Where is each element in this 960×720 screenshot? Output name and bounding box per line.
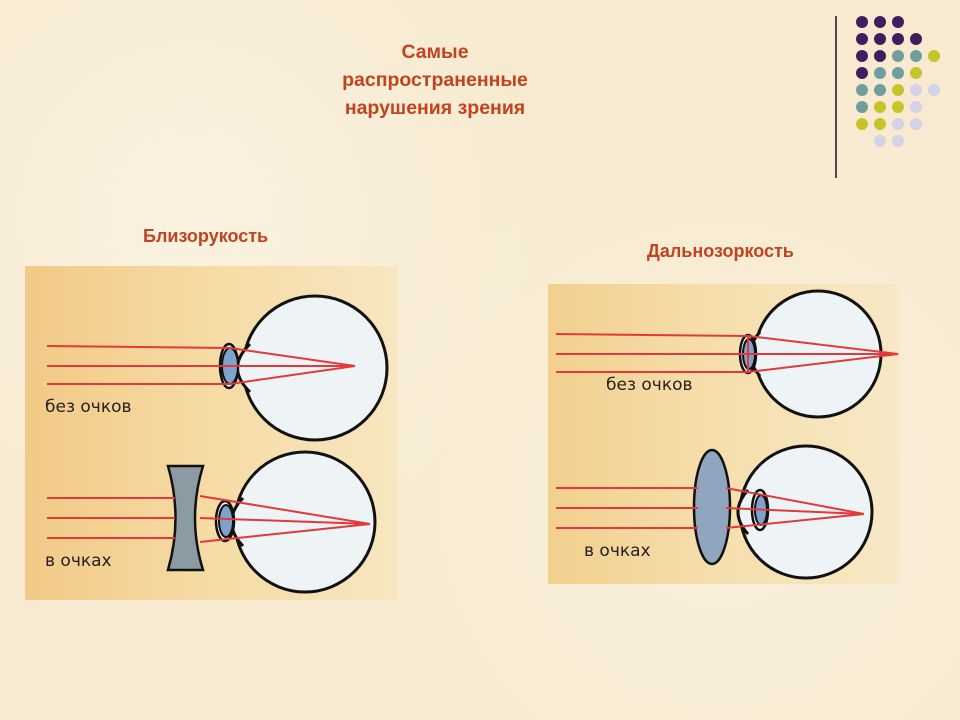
decorative-dot — [892, 16, 904, 28]
decorative-dot — [910, 33, 922, 45]
title-line-1: Самые — [401, 41, 469, 63]
myopia-diagram: без очков в очках — [25, 266, 397, 600]
decorative-dot — [910, 101, 922, 113]
decorative-dot — [874, 50, 886, 62]
caption-with-glasses: в очках — [45, 551, 112, 571]
decorative-dot — [874, 67, 886, 79]
decorative-dot — [856, 33, 868, 45]
decorative-dot — [856, 67, 868, 79]
eye-without-glasses: без очков — [45, 294, 389, 442]
hyperopia-diagram: без очков в очках — [548, 284, 900, 584]
light-ray — [725, 507, 865, 515]
light-ray — [229, 347, 356, 367]
decorative-dot — [892, 50, 904, 62]
light-ray — [229, 365, 356, 385]
decorative-divider — [835, 16, 837, 178]
convex-glasses-lens — [692, 448, 732, 566]
decorative-dot — [874, 101, 886, 113]
decorative-dot — [910, 84, 922, 96]
light-ray — [725, 513, 865, 529]
decorative-dot — [892, 118, 904, 130]
decorative-dot — [856, 118, 868, 130]
caption-with-glasses: в очках — [584, 541, 651, 561]
eye-with-glasses: в очках — [45, 450, 377, 594]
decorative-dot — [856, 16, 868, 28]
eye-lens — [218, 504, 234, 538]
decorative-dot — [910, 50, 922, 62]
decorative-dot — [856, 84, 868, 96]
title-line-2: распространенные — [342, 69, 528, 91]
decorative-dot — [910, 118, 922, 130]
decorative-dot — [928, 84, 940, 96]
decorative-dot — [874, 16, 886, 28]
decorative-dot — [856, 50, 868, 62]
caption-without-glasses: без очков — [606, 375, 693, 395]
decorative-dot — [928, 50, 940, 62]
title-line-3: нарушения зрения — [344, 97, 526, 119]
decorative-dot — [892, 84, 904, 96]
eye-with-glasses: в очках — [556, 444, 874, 580]
light-ray — [199, 495, 371, 525]
decorative-dot — [874, 33, 886, 45]
decorative-dot-grid — [850, 12, 950, 162]
light-ray — [725, 487, 865, 515]
slide-title: Самые распространенные нарушения зрения — [250, 38, 620, 122]
decorative-dot — [874, 118, 886, 130]
light-ray — [46, 345, 231, 349]
concave-glasses-lens — [166, 464, 205, 572]
decorative-dot — [892, 33, 904, 45]
light-ray — [199, 517, 371, 525]
light-ray — [555, 333, 749, 337]
decorative-dot — [856, 101, 868, 113]
decorative-dot — [892, 101, 904, 113]
decorative-dot — [910, 67, 922, 79]
decorative-dot — [874, 135, 886, 147]
hyperopia-heading: Дальнозоркость — [647, 241, 794, 261]
decorative-dot — [874, 84, 886, 96]
eye-without-glasses: без очков — [555, 289, 899, 419]
myopia-heading: Близорукость — [143, 226, 269, 246]
decorative-dot — [892, 67, 904, 79]
decorative-dot — [892, 135, 904, 147]
light-ray — [199, 523, 371, 543]
caption-without-glasses: без очков — [45, 397, 132, 417]
